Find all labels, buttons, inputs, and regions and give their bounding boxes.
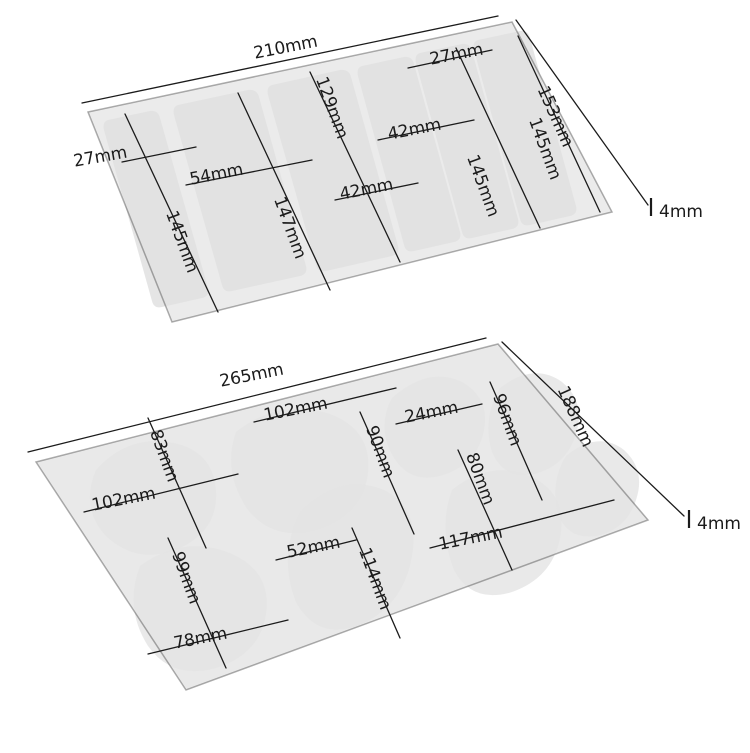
leader-102a bbox=[83, 473, 239, 513]
dim-line-210 bbox=[81, 15, 499, 104]
cavity-leaf-7 bbox=[445, 470, 562, 596]
lower-mold-group bbox=[27, 337, 691, 691]
leader-145a bbox=[124, 113, 219, 313]
cavity-strip-3 bbox=[267, 69, 399, 272]
leader-102b bbox=[253, 387, 397, 423]
lower-dim-leaders bbox=[83, 381, 615, 669]
leader-27b bbox=[407, 49, 493, 69]
dimension-label-4mm-lower: 4mm bbox=[697, 514, 741, 534]
leader-83 bbox=[147, 417, 207, 549]
cavity-leaf-8 bbox=[555, 441, 640, 537]
lower-mold-outline bbox=[34, 343, 650, 691]
leader-114 bbox=[351, 527, 401, 639]
dim-line-188 bbox=[501, 341, 685, 517]
leader-24 bbox=[395, 403, 483, 425]
leader-27a bbox=[121, 146, 197, 163]
leader-147 bbox=[237, 92, 331, 291]
cavity-strip-2 bbox=[173, 89, 307, 292]
cavity-leaf-3 bbox=[384, 376, 486, 478]
upper-mold-group bbox=[81, 15, 653, 323]
upper-mold-outline bbox=[86, 21, 614, 323]
upper-dim-leaders bbox=[121, 35, 601, 313]
leader-80 bbox=[457, 449, 513, 571]
dimension-label-4mm-upper: 4mm bbox=[659, 202, 703, 222]
cavity-leaf-6 bbox=[287, 484, 414, 630]
leader-99 bbox=[167, 537, 227, 669]
cavity-strip-4 bbox=[357, 56, 461, 252]
dim-line-265 bbox=[27, 337, 487, 453]
leader-42b bbox=[334, 182, 419, 201]
leader-42a bbox=[377, 119, 475, 141]
cavity-strip-6 bbox=[473, 30, 577, 226]
leader-78 bbox=[147, 619, 289, 655]
leader-117 bbox=[429, 499, 615, 549]
leader-90 bbox=[359, 411, 415, 535]
leader-52 bbox=[275, 539, 357, 561]
leader-96 bbox=[489, 381, 543, 501]
cavity-leaf-4 bbox=[488, 373, 579, 476]
leader-129 bbox=[309, 71, 401, 263]
leader-54 bbox=[185, 159, 313, 186]
cavity-leaf-1 bbox=[89, 441, 217, 555]
upper-mold-cavities bbox=[103, 30, 577, 308]
leader-145c bbox=[517, 35, 601, 213]
leader-145b bbox=[455, 47, 541, 229]
cavity-strip-5 bbox=[415, 43, 519, 239]
dim-line-153 bbox=[515, 19, 649, 206]
